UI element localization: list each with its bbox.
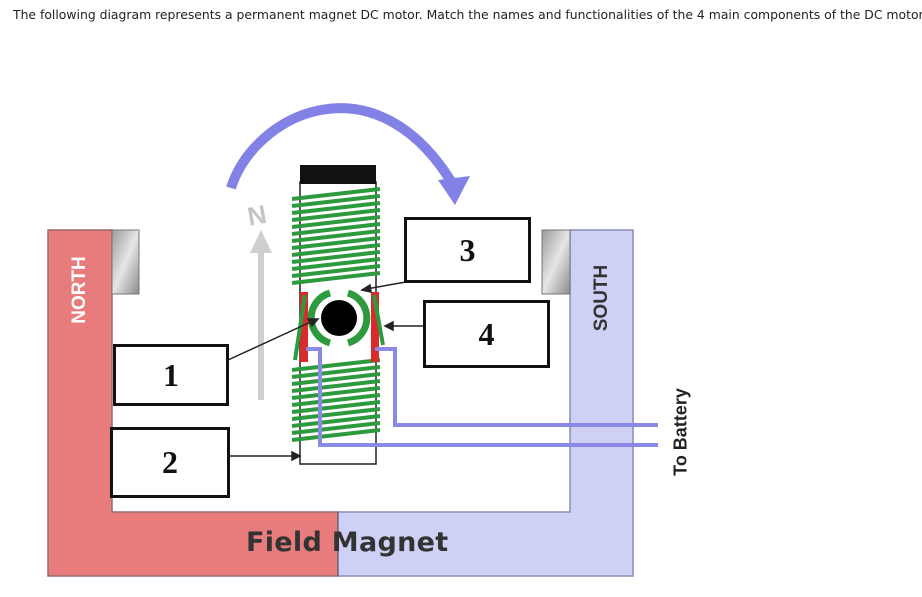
brush-right bbox=[371, 292, 379, 362]
up-arrow-icon bbox=[250, 230, 272, 253]
commutator-segment-right bbox=[346, 289, 371, 347]
field-magnet-label: Field Magnet bbox=[246, 527, 448, 558]
north-pole-piece bbox=[111, 229, 140, 295]
shaft bbox=[321, 300, 357, 336]
commutator-segment-left bbox=[307, 289, 332, 347]
rotation-arrowhead-icon bbox=[438, 176, 470, 205]
armature-pole-letter: N bbox=[245, 199, 269, 232]
coil-lead-right bbox=[372, 294, 385, 346]
battery-label: To Battery bbox=[670, 388, 691, 476]
south-label: SOUTH bbox=[591, 264, 612, 332]
field-label-word-1: Field bbox=[246, 527, 323, 558]
rotation-arrow bbox=[226, 103, 460, 191]
brush-left bbox=[300, 292, 308, 362]
question-text: The following diagram represents a perma… bbox=[13, 7, 922, 22]
label-box-2: 2 bbox=[110, 427, 230, 498]
wire-upper bbox=[375, 347, 658, 427]
label-number-2: 2 bbox=[162, 444, 178, 480]
label-box-3: 3 bbox=[404, 217, 531, 283]
armature-top-pole bbox=[300, 165, 376, 184]
label-number-3: 3 bbox=[459, 231, 476, 268]
armature-upper-coil bbox=[291, 187, 381, 285]
wire-lower bbox=[306, 347, 658, 447]
north-label: NORTH bbox=[69, 256, 90, 324]
label-number-1: 1 bbox=[163, 356, 179, 393]
label-box-1: 1 bbox=[113, 344, 229, 406]
south-pole-piece bbox=[541, 229, 571, 295]
leader-lines bbox=[227, 281, 423, 462]
armature-lower-coil bbox=[291, 358, 381, 442]
label-box-4: 4 bbox=[423, 300, 550, 368]
field-label-word-2: Magnet bbox=[331, 527, 449, 558]
label-number-4: 4 bbox=[478, 315, 495, 352]
